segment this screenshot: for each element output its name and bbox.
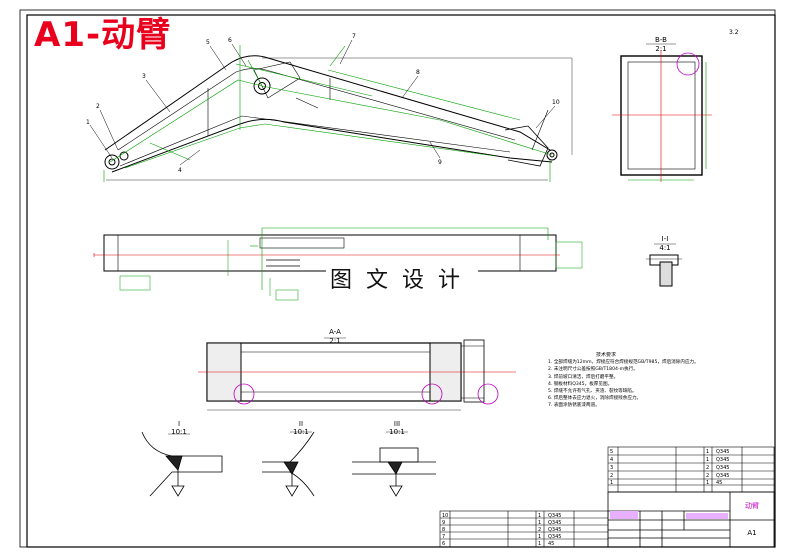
boom-side-dimensions xyxy=(103,45,573,182)
callout-6: 6 xyxy=(228,37,232,44)
svg-text:2: 2 xyxy=(706,473,709,479)
callout-1: 1 xyxy=(86,119,90,126)
svg-text:1: 1 xyxy=(706,449,709,455)
drawing-title-overlay: A1-动臂 xyxy=(34,15,172,55)
section-bb-scale: 2:1 xyxy=(655,45,667,53)
inner-frame xyxy=(26,14,776,548)
svg-text:1: 1 xyxy=(538,534,541,540)
svg-text:4: 4 xyxy=(610,457,613,463)
callout-8: 8 xyxy=(416,69,420,76)
detail-1-label: I xyxy=(177,420,181,428)
detail-1-scale: 10:1 xyxy=(171,428,187,436)
note-line: 5. 焊缝不允许有气孔、夹渣、裂纹等缺陷。 xyxy=(548,389,637,395)
callout-leaders xyxy=(89,39,556,166)
section-bb-view xyxy=(612,43,712,182)
svg-text:Q345: Q345 xyxy=(548,527,561,533)
svg-text:45: 45 xyxy=(548,541,554,547)
svg-text:1: 1 xyxy=(538,513,541,519)
section-aa-view xyxy=(198,337,516,411)
title-block-part-name: 动臂 xyxy=(745,502,759,510)
svg-text:3: 3 xyxy=(610,465,613,471)
svg-text:Q345: Q345 xyxy=(548,534,561,540)
svg-text:1: 1 xyxy=(706,480,709,486)
section-aa-scale: 2:1 xyxy=(329,337,341,345)
svg-text:10: 10 xyxy=(442,513,448,519)
detail-2-label: II xyxy=(298,420,304,428)
section-ii-label: I-I xyxy=(661,235,669,243)
weld-detail-3 xyxy=(352,431,436,497)
callout-7: 7 xyxy=(352,33,356,40)
weld-detail-2 xyxy=(262,431,315,497)
callout-5: 5 xyxy=(206,39,210,46)
detail-3-label: III xyxy=(393,420,401,428)
svg-text:Q345: Q345 xyxy=(716,473,729,479)
callout-9: 9 xyxy=(438,159,442,166)
note-line: 3. 焊前坡口清洁，焊后打磨平整。 xyxy=(548,374,619,380)
note-line: 6. 焊后整体去应力退火，消除焊接残余应力。 xyxy=(548,396,642,402)
svg-text:1: 1 xyxy=(538,541,541,547)
section-aa-label: A-A xyxy=(329,328,341,336)
svg-text:Q345: Q345 xyxy=(548,520,561,526)
note-line: 4. 钢板材料Q345，板厚见图。 xyxy=(548,381,613,387)
note-line: 2. 未注明尺寸公差按照GB/T1804-m执行。 xyxy=(548,367,638,373)
callout-2: 2 xyxy=(96,103,100,110)
svg-text:8: 8 xyxy=(442,527,445,533)
section-ii-view xyxy=(646,243,682,287)
svg-text:Q345: Q345 xyxy=(716,449,729,455)
roughness-mark: 3.2 xyxy=(729,29,739,36)
weld-detail-1 xyxy=(141,431,223,497)
section-bb-label: B-B xyxy=(655,36,667,44)
note-line: 7. 表面涂防锈底漆两道。 xyxy=(548,403,600,409)
notes-heading: 技术要求 xyxy=(596,352,617,358)
detail-2-scale: 10:1 xyxy=(293,428,309,436)
callout-4: 4 xyxy=(178,167,182,174)
callout-10: 10 xyxy=(552,99,560,106)
callout-numbers: 1 2 3 4 5 6 7 8 9 10 xyxy=(86,33,560,174)
title-block xyxy=(607,491,775,548)
note-line: 1. 全部焊缝为12mm，焊接应符合焊接规范GB/T985，焊后消除内应力。 xyxy=(548,360,699,366)
parts-table-lower xyxy=(439,510,609,548)
svg-text:2: 2 xyxy=(706,465,709,471)
svg-text:9: 9 xyxy=(442,520,445,526)
svg-text:7: 7 xyxy=(442,534,445,540)
svg-text:5: 5 xyxy=(610,449,613,455)
svg-text:Q345: Q345 xyxy=(716,465,729,471)
callout-3: 3 xyxy=(142,73,146,80)
svg-text:Q345: Q345 xyxy=(716,457,729,463)
boom-side-view xyxy=(104,55,558,173)
svg-text:6: 6 xyxy=(442,541,445,547)
svg-text:2: 2 xyxy=(610,473,613,479)
svg-text:2: 2 xyxy=(538,527,541,533)
section-ii-scale: 4:1 xyxy=(659,244,671,252)
svg-text:1: 1 xyxy=(706,457,709,463)
svg-text:1: 1 xyxy=(610,480,613,486)
svg-text:45: 45 xyxy=(716,480,722,486)
technical-notes: 技术要求 1. 全部焊缝为12mm，焊接应符合焊接规范GB/T985，焊后消除内… xyxy=(548,352,758,410)
title-block-sheet-code: A1 xyxy=(747,529,757,537)
parts-table-upper xyxy=(607,446,775,493)
svg-text:Q345: Q345 xyxy=(548,513,561,519)
detail-3-scale: 10:1 xyxy=(389,428,405,436)
svg-text:1: 1 xyxy=(538,520,541,526)
watermark-text: 图文设计 xyxy=(326,262,479,294)
